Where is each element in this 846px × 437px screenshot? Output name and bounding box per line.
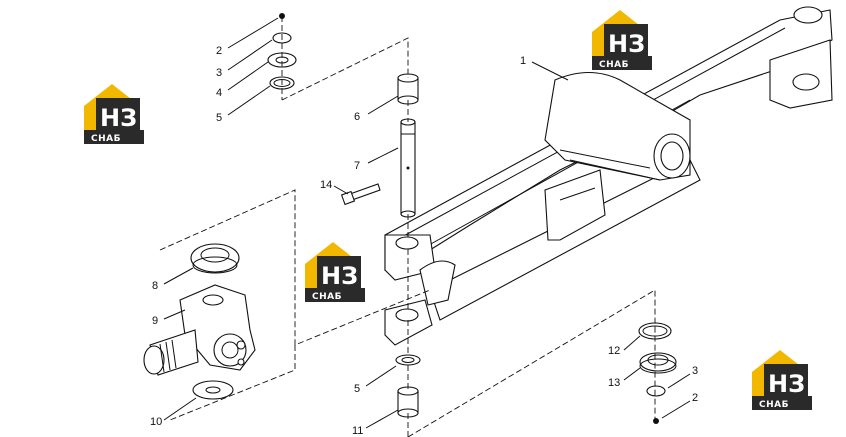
watermark-logo: НЗ СНАБ [752,350,812,410]
bushing-upper [397,73,419,105]
callout-7: 7 [354,160,360,172]
svg-text:СНАБ: СНАБ [312,292,342,302]
seal-cap [190,243,240,274]
watermark-logo: НЗ СНАБ [592,10,652,70]
callout-14: 14 [320,179,332,191]
lower-yoke [384,299,433,346]
svg-text:НЗ: НЗ [321,262,358,290]
callout-12: 12 [608,345,620,357]
callout-6: 6 [354,111,360,123]
svg-text:НЗ: НЗ [100,104,137,132]
watermark-logo: НЗ СНАБ [305,242,365,302]
bearing [639,352,677,374]
svg-text:НЗ: НЗ [608,30,645,58]
svg-text:СНАБ: СНАБ [91,134,121,144]
lock-bolt [340,183,381,206]
steering-knuckle [143,284,256,376]
axle-beam [384,6,833,321]
callout-1: 1 [520,55,526,67]
callout-4: 4 [216,87,222,99]
washer-lower [395,354,421,366]
callout-10: 10 [150,416,162,428]
callout-13: 13 [608,377,620,389]
kingpin [400,118,416,218]
leader-lines [163,17,691,429]
upper-yoke [384,234,456,306]
callout-8: 8 [152,280,158,292]
grease-nipple-lower [653,418,659,424]
callout-5-top: 5 [216,112,222,124]
callout-3-lower: 3 [692,365,698,377]
callout-2-lower: 2 [692,392,698,404]
bushing-lower [397,386,419,418]
callout-5-lower: 5 [354,383,360,395]
callout-2-top: 2 [216,45,222,57]
assembly-guides [159,16,656,437]
svg-text:НЗ: НЗ [768,370,805,398]
callout-11: 11 [352,425,363,437]
svg-text:СНАБ: СНАБ [759,400,789,410]
thrust-washer-knuckle [192,380,234,400]
o-ring-lower [646,385,666,397]
svg-text:СНАБ: СНАБ [599,60,629,70]
callout-9: 9 [152,315,158,327]
callout-3-top: 3 [216,67,222,79]
callout-labels: 1 2 3 4 5 6 7 8 9 10 11 12 13 14 5 3 2 [150,45,698,437]
watermark-logo: НЗ СНАБ [84,84,144,144]
